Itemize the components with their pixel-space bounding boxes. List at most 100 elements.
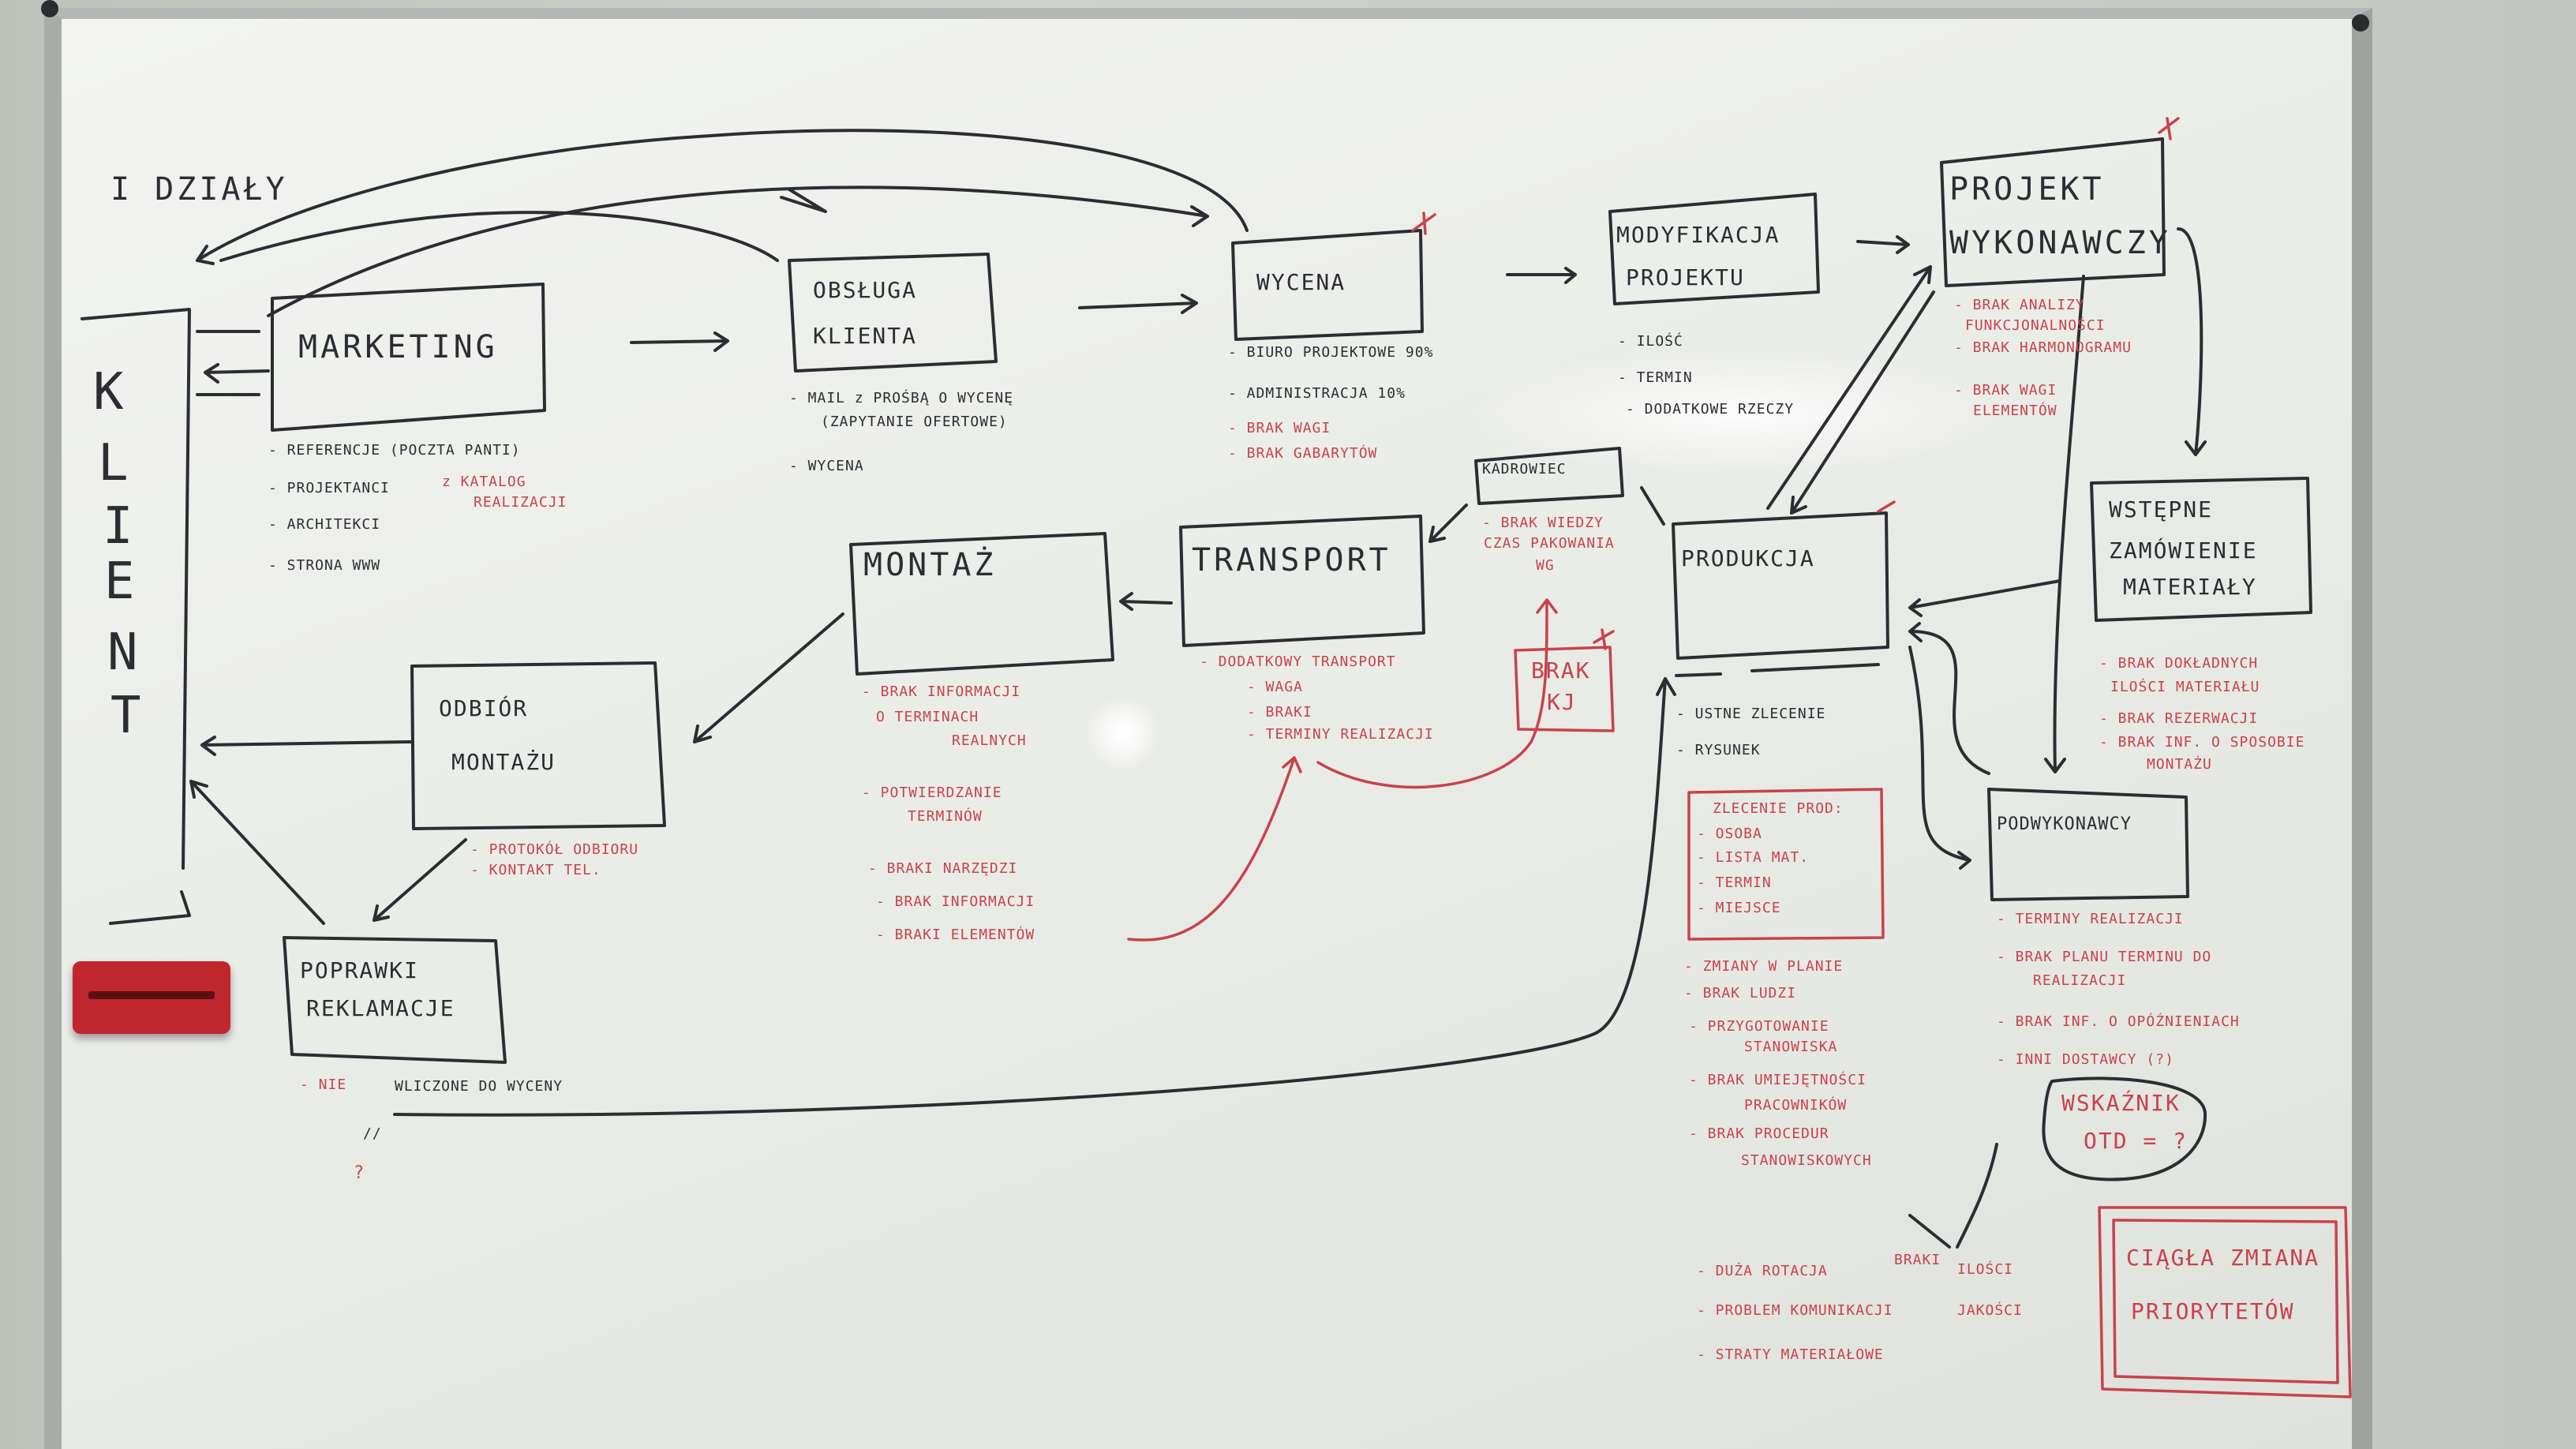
box-modyfikacja: PROJEKTU	[1626, 264, 1745, 290]
note-line: - BRAK WIEDZY	[1482, 515, 1604, 531]
note-line: - BRAK LUDZI	[1684, 985, 1797, 1002]
note-line: - BRAK REZERWACJI	[2099, 710, 2259, 727]
note-line: WG	[1536, 557, 1555, 574]
note-line: - TERMINY REALIZACJI	[1997, 911, 2184, 927]
box-marketing: MARKETING	[298, 329, 498, 365]
note-line: - TERMINY REALIZACJI	[1247, 726, 1434, 743]
note-line: JAKOŚCI	[1957, 1302, 2023, 1319]
red-star	[2158, 117, 2180, 140]
brak-kj-text: KJ	[1547, 689, 1577, 715]
box-odbior: MONTAŻU	[451, 749, 556, 775]
ciagle-box-inner	[2112, 1219, 2339, 1384]
box-montaz: MONTAŻ	[863, 547, 997, 583]
note-line: - PROBLEM KOMUNIKACJI	[1697, 1302, 1893, 1319]
note-line: - NIE	[300, 1076, 347, 1093]
zlecenie-line: ZLECENIE PROD:	[1713, 800, 1844, 817]
ciagle-text: PRIORYTETÓW	[2131, 1298, 2295, 1324]
arrow	[219, 211, 779, 262]
arrow	[2044, 275, 2085, 773]
divider	[1908, 1214, 1951, 1249]
note-line: (ZAPYTANIE OFERTOWE)	[821, 414, 1008, 430]
marketing-box	[271, 283, 546, 432]
note-line: CZAS PAKOWANIA	[1484, 535, 1615, 552]
zlecenie-line: - TERMIN	[1697, 874, 1772, 891]
note-line: - ILOŚĆ	[1618, 333, 1683, 350]
note-line: - BIURO PROJEKTOWE 90%	[1228, 344, 1434, 361]
box-wycena: WYCENA	[1256, 269, 1346, 295]
note-line: REALIZACJI	[2033, 972, 2127, 989]
note-line: - TERMIN	[1618, 369, 1693, 386]
note-line: - PROTOKÓŁ ODBIORU	[470, 841, 639, 858]
klient-letter: I	[103, 497, 133, 556]
note-line: WLICZONE DO WYCENY	[395, 1078, 564, 1095]
arrow	[630, 331, 729, 352]
note-line: - ARCHITEKCI	[268, 516, 381, 533]
brak-kj-box	[1514, 646, 1615, 732]
note-line: - KONTAKT TEL.	[470, 862, 601, 878]
note-line: MONTAŻU	[2147, 756, 2212, 773]
projekt-box	[1940, 137, 2166, 287]
wskaznik-text: WSKAŹNIK	[2061, 1090, 2181, 1116]
arrow	[189, 780, 325, 925]
klient-letter: E	[104, 552, 135, 611]
note-line: ELEMENTÓW	[1973, 402, 2057, 419]
poprawki-box	[283, 936, 507, 1064]
klient-letter: N	[107, 623, 138, 682]
note-line: - BRAKI NARZĘDZI	[868, 860, 1018, 877]
note-line: - BRAKI	[1247, 704, 1312, 721]
flash-glare	[1088, 698, 1159, 769]
arrow	[267, 185, 1209, 317]
box-transport: TRANSPORT	[1192, 542, 1391, 578]
kadrowiec-box	[1474, 447, 1624, 505]
note-line: STANOWISKOWYCH	[1741, 1152, 1872, 1169]
arrow	[2177, 227, 2207, 456]
note-line: - STRONA WWW	[268, 557, 381, 574]
red-star	[1877, 500, 1896, 513]
heading-dzialy: I DZIAŁY	[110, 171, 288, 208]
ciagle-text: CIĄGŁA ZMIANA	[2126, 1245, 2320, 1271]
note-line: - DODATKOWY TRANSPORT	[1200, 653, 1396, 670]
montaz-box	[849, 532, 1114, 676]
arrow	[196, 129, 1249, 265]
arrow	[393, 677, 1676, 1117]
obsluga-box	[788, 253, 998, 373]
red-star	[1411, 212, 1436, 235]
modyfikacja-box	[1608, 193, 1820, 305]
klient-letter: T	[110, 687, 141, 745]
klient-letter: L	[98, 434, 129, 492]
note-line: REALIZACJI	[474, 494, 567, 511]
note-line: BRAKI	[1894, 1252, 1941, 1268]
arrow	[693, 612, 844, 743]
whiteboard-eraser	[73, 961, 230, 1034]
arrow	[1078, 294, 1198, 314]
note-line: - BRAK INF. O OPÓŹNIENIACH	[1997, 1013, 2240, 1030]
note-line: - BRAK WAGI	[1954, 382, 2057, 399]
podwykonawcy-box	[1987, 788, 2189, 901]
note-line: - BRAK DOKŁADNYCH	[2099, 655, 2259, 672]
produkcja-box	[1672, 511, 1889, 660]
note-line: ILOŚCI	[1957, 1261, 2014, 1278]
klient-letter: K	[93, 363, 124, 421]
arrow	[1908, 579, 2061, 617]
box-obsluga: KLIENTA	[813, 323, 918, 349]
note-line: - BRAK INFORMACJI	[862, 683, 1021, 700]
box-podwykonawcy: PODWYKONAWCY	[1997, 814, 2132, 834]
transport-box	[1179, 515, 1425, 647]
zlecenie-box	[1687, 788, 1885, 941]
note-line: FUNKCJONALNOŚCI	[1965, 317, 2106, 334]
arrow	[200, 736, 412, 756]
arrow	[1428, 504, 1468, 543]
arrow	[1908, 646, 1971, 870]
note-line: - BRAK UMIEJĘTNOŚCI	[1689, 1072, 1866, 1088]
arrow	[373, 838, 467, 922]
zlecenie-line: - MIEJSCE	[1697, 900, 1781, 916]
note-line: //	[363, 1125, 382, 1142]
note-line: - BRAKI ELEMENTÓW	[876, 927, 1035, 943]
note-line: - INNI DOSTAWCY (?)	[1997, 1051, 2174, 1068]
arrow	[204, 363, 270, 384]
light-glare	[1466, 350, 2019, 477]
note-line: - DUŻA ROTACJA	[1697, 1263, 1828, 1279]
note-line: - BRAK INF. O SPOSOBIE	[2099, 734, 2305, 751]
eraser-strip	[88, 991, 215, 999]
